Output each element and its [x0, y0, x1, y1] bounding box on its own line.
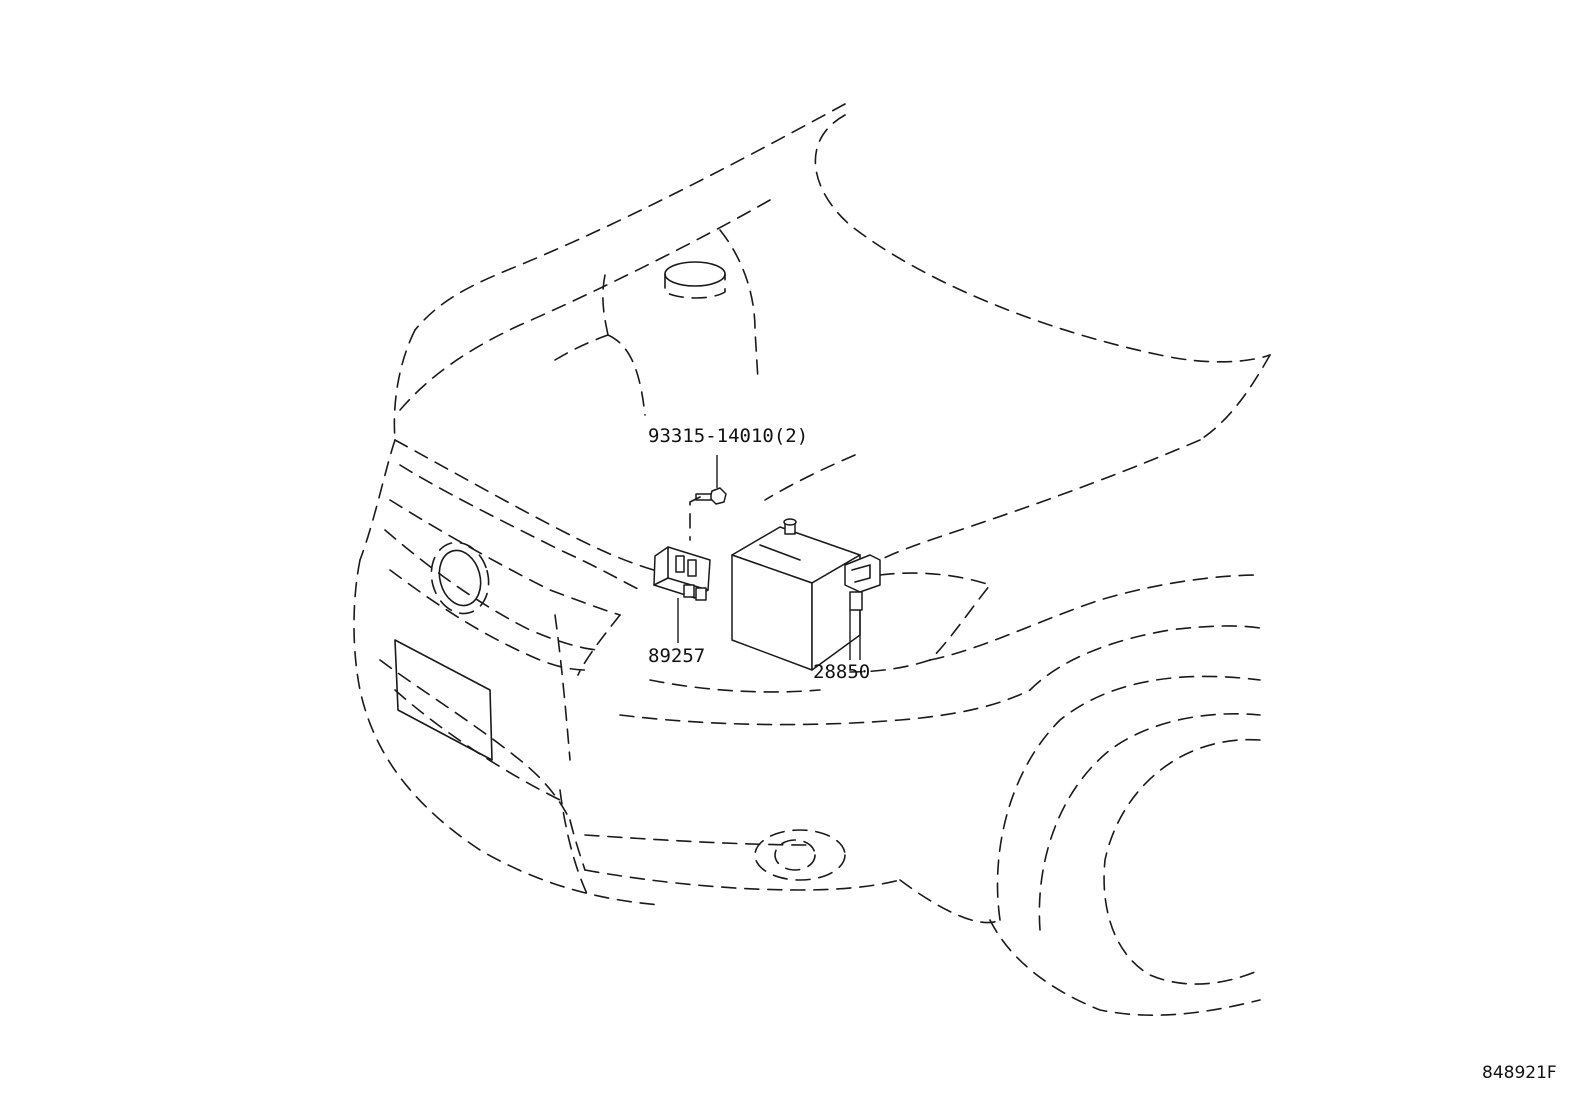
- control-unit-icon[interactable]: [653, 546, 711, 643]
- battery-sensor-icon[interactable]: [844, 554, 881, 660]
- bolt-icon[interactable]: [689, 455, 727, 541]
- car-front-outline: [353, 103, 1271, 1016]
- battery-icon: [731, 518, 861, 671]
- diagram-id: 848921F: [1482, 1063, 1557, 1083]
- battery-sensor-part-number[interactable]: 28850: [813, 661, 870, 683]
- control-unit-part-number[interactable]: 89257: [648, 645, 705, 667]
- bolt-part-number[interactable]: 93315-14010(2): [648, 425, 808, 447]
